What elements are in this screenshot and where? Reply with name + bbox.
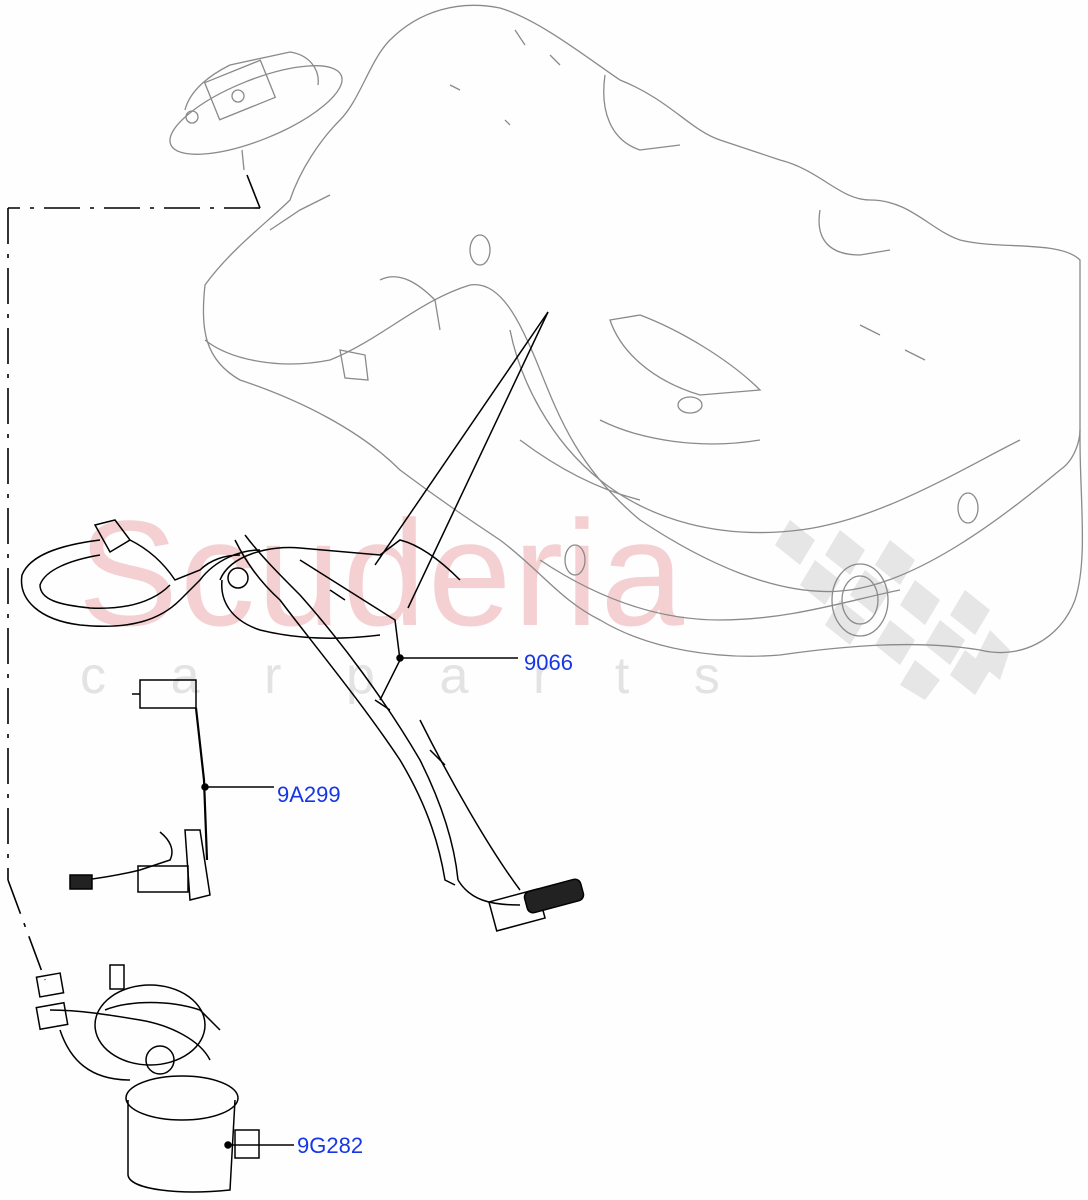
- watermark-letter: c: [80, 647, 106, 705]
- watermark-letter: s: [693, 647, 720, 705]
- callout-9066[interactable]: 9066: [524, 650, 573, 675]
- leader-lines-harness: [374, 311, 549, 609]
- watermark-letter: p: [345, 647, 375, 705]
- callout-leaders: [201, 654, 518, 1149]
- harness-9066: [20, 519, 585, 932]
- watermark-scuderia: Scuderia: [78, 489, 687, 657]
- fuel-pump-module-9G282: [35, 964, 260, 1193]
- fuel-pump-flange: [169, 51, 343, 171]
- watermark-letter: a: [170, 647, 200, 705]
- checkered-flag-watermark: [775, 520, 1010, 700]
- watermark-letter: r: [532, 647, 551, 705]
- callout-9g282[interactable]: 9G282: [297, 1133, 364, 1158]
- fuel-level-sender-9A299: [69, 679, 211, 901]
- callout-9a299[interactable]: 9A299: [277, 782, 341, 807]
- fuel-tank-outline: [202, 4, 1084, 657]
- watermark-letter: r: [264, 647, 282, 705]
- dash-dot-assembly-line: [7, 174, 261, 981]
- watermark-letter: t: [614, 647, 630, 705]
